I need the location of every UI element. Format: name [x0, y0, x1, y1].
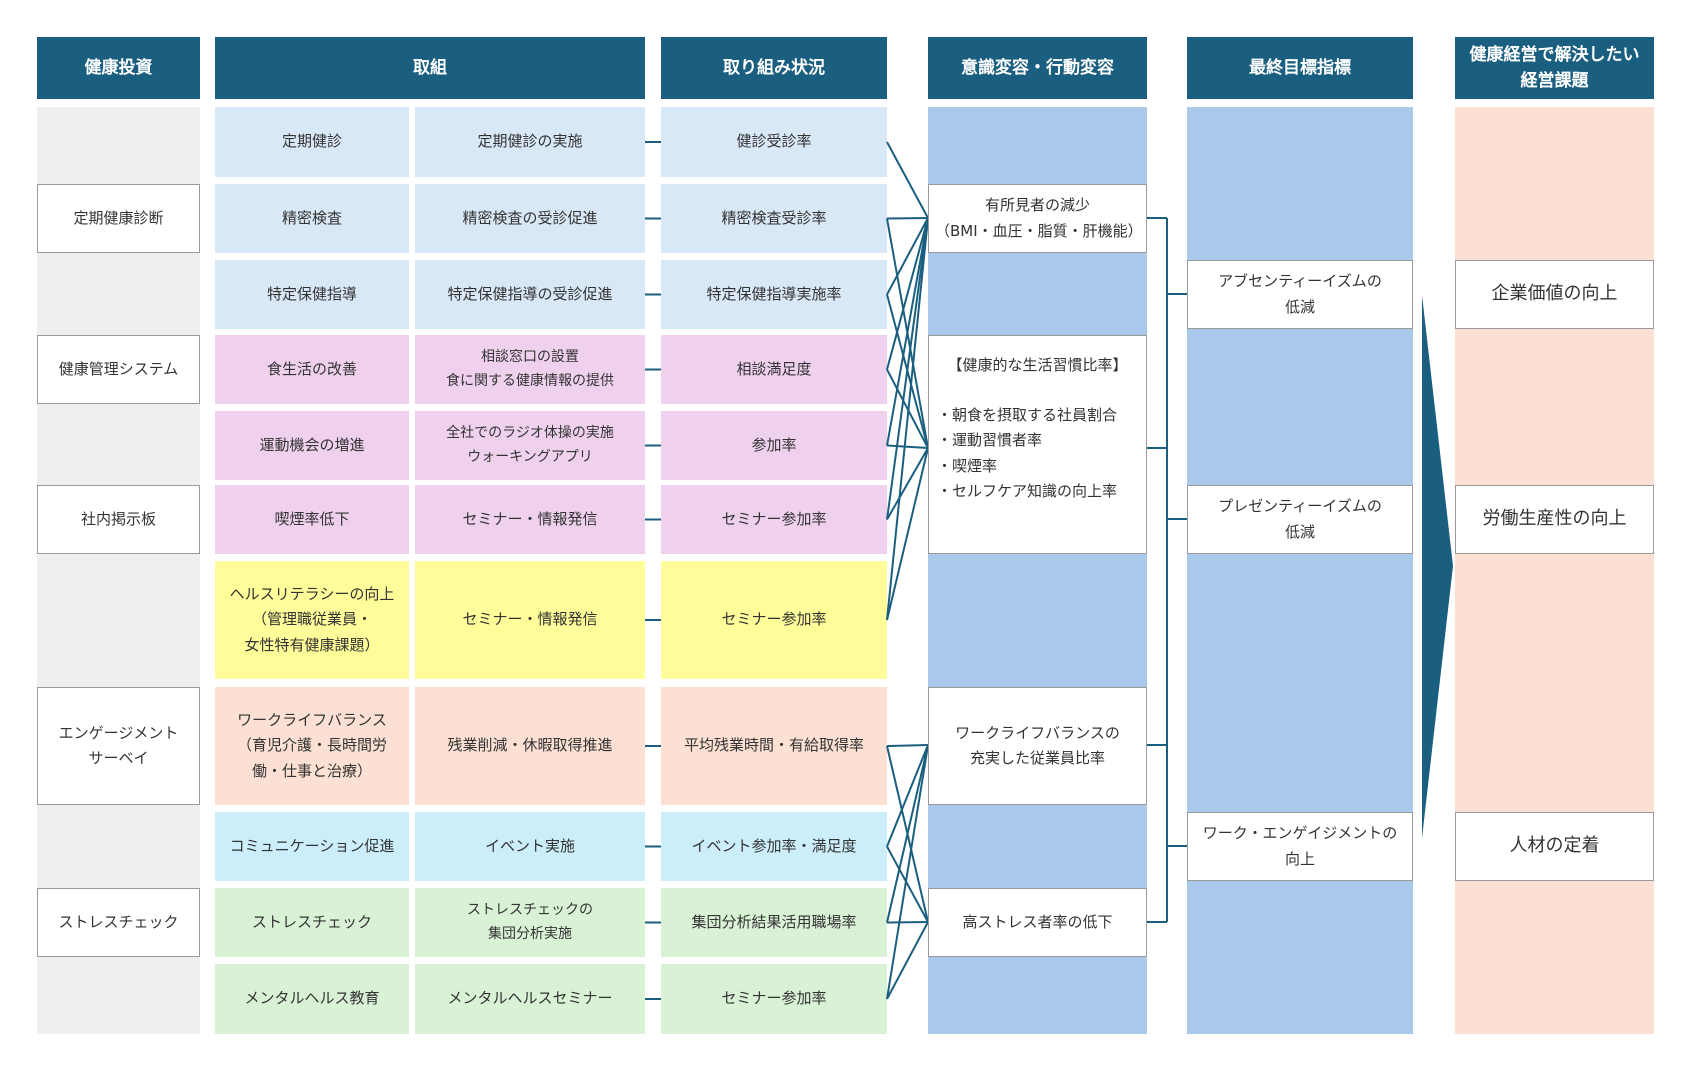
status-to-behavior-line: [886, 744, 929, 747]
status-to-behavior-line: [886, 217, 929, 295]
row-action-cell: ストレスチェックの 集団分析実施: [415, 888, 645, 957]
behavior-lifestyle: 【健康的な生活習慣比率】 ・朝食を摂取する社員割合 ・運動習慣者率 ・喫煙率 ・…: [928, 335, 1147, 554]
behavior-band: [928, 107, 1147, 1034]
issue-corporate-value: 企業価値の向上: [1455, 260, 1654, 329]
row-status-cell: 健診受診率: [661, 107, 887, 177]
status-to-behavior-line: [886, 744, 929, 1000]
behavior-work-life-balance: ワークライフバランスの 充実した従業員比率: [928, 687, 1147, 805]
row-theme-cell: コミュニケーション促進: [215, 812, 409, 881]
row-theme-cell: ヘルスリテラシーの向上 （管理職従業員・ 女性特有健康課題）: [215, 561, 409, 679]
row-status-cell: 平均残業時間・有給取得率: [661, 687, 887, 805]
behavior-lifestyle-items: ・朝食を摂取する社員割合 ・運動習慣者率 ・喫煙率 ・セルフケア知識の向上率: [937, 405, 1118, 501]
row-action-cell: 全社でのラジオ体操の実施 ウォーキングアプリ: [415, 411, 645, 480]
row-theme-cell: ワークライフバランス （育児介護・長時間労 働・仕事と治療）: [215, 687, 409, 805]
investment-regular-checkup: 定期健康診断: [37, 184, 200, 253]
row-status-cell: セミナー参加率: [661, 964, 887, 1034]
status-to-behavior-line: [886, 444, 929, 449]
row-theme-cell: ストレスチェック: [215, 888, 409, 957]
row-theme-cell: 食生活の改善: [215, 335, 409, 404]
behavior-lifestyle-title: 【健康的な生活習慣比率】: [947, 356, 1128, 374]
direction-arrow: [1422, 295, 1453, 838]
row-action-cell: セミナー・情報発信: [415, 485, 645, 554]
row-action-cell: 定期健診の実施: [415, 107, 645, 177]
row-theme-cell: 特定保健指導: [215, 260, 409, 329]
header-issue: 健康経営で解決したい 経営課題: [1455, 37, 1654, 99]
row-status-cell: 参加率: [661, 411, 887, 480]
row-action-cell: イベント実施: [415, 812, 645, 881]
header-initiatives: 取組: [215, 37, 645, 99]
issue-labor-productivity: 労働生産性の向上: [1455, 485, 1654, 554]
row-status-cell: 相談満足度: [661, 335, 887, 404]
status-to-behavior-line: [886, 141, 929, 219]
row-status-cell: セミナー参加率: [661, 561, 887, 679]
status-to-behavior-line: [886, 217, 929, 220]
status-to-behavior-line: [886, 217, 929, 446]
status-to-behavior-line: [886, 217, 929, 370]
row-theme-cell: 精密検査: [215, 184, 409, 253]
row-action-cell: 残業削減・休暇取得推進: [415, 687, 645, 805]
row-status-cell: 特定保健指導実施率: [661, 260, 887, 329]
row-action-cell: 特定保健指導の受診促進: [415, 260, 645, 329]
status-to-behavior-line: [886, 744, 929, 847]
row-action-cell: 精密検査の受診促進: [415, 184, 645, 253]
status-to-behavior-line: [886, 846, 929, 923]
status-to-behavior-line: [886, 447, 929, 520]
row-action-cell: 相談窓口の設置 食に関する健康情報の提供: [415, 335, 645, 404]
status-to-behavior-line: [886, 217, 929, 621]
header-investment: 健康投資: [37, 37, 200, 99]
behavior-high-stress: 高ストレス者率の低下: [928, 888, 1147, 957]
issue-talent-retention: 人材の定着: [1455, 812, 1654, 881]
row-status-cell: セミナー参加率: [661, 485, 887, 554]
investment-engagement-survey: エンゲージメント サーベイ: [37, 687, 200, 805]
row-action-cell: メンタルヘルスセミナー: [415, 964, 645, 1034]
investment-stress-check: ストレスチェック: [37, 888, 200, 957]
status-to-behavior-line: [886, 921, 929, 924]
header-final-goal: 最終目標指標: [1187, 37, 1413, 99]
row-status-cell: 集団分析結果活用職場率: [661, 888, 887, 957]
row-theme-cell: 定期健診: [215, 107, 409, 177]
investment-bulletin-board: 社内掲示板: [37, 485, 200, 554]
investment-band: [37, 107, 200, 1034]
status-to-behavior-line: [886, 921, 929, 1000]
investment-health-system: 健康管理システム: [37, 335, 200, 404]
row-status-cell: イベント参加率・満足度: [661, 812, 887, 881]
goal-work-engagement: ワーク・エンゲイジメントの 向上: [1187, 812, 1413, 881]
status-to-behavior-line: [886, 744, 929, 923]
header-status: 取り組み状況: [661, 37, 887, 99]
goal-absenteeism: アブセンティーイズムの 低減: [1187, 260, 1413, 329]
row-theme-cell: メンタルヘルス教育: [215, 964, 409, 1034]
row-theme-cell: 運動機会の増進: [215, 411, 409, 480]
row-theme-cell: 喫煙率低下: [215, 485, 409, 554]
row-action-cell: セミナー・情報発信: [415, 561, 645, 679]
goal-presenteeism: プレゼンティーイズムの 低減: [1187, 485, 1413, 554]
status-to-behavior-line: [886, 369, 929, 449]
row-status-cell: 精密検査受診率: [661, 184, 887, 253]
behavior-abnormal-findings: 有所見者の減少 （BMI・血圧・脂質・肝機能）: [928, 184, 1147, 253]
header-behavior: 意識変容・行動変容: [928, 37, 1147, 99]
status-to-behavior-line: [886, 447, 929, 621]
status-to-behavior-line: [886, 217, 929, 520]
